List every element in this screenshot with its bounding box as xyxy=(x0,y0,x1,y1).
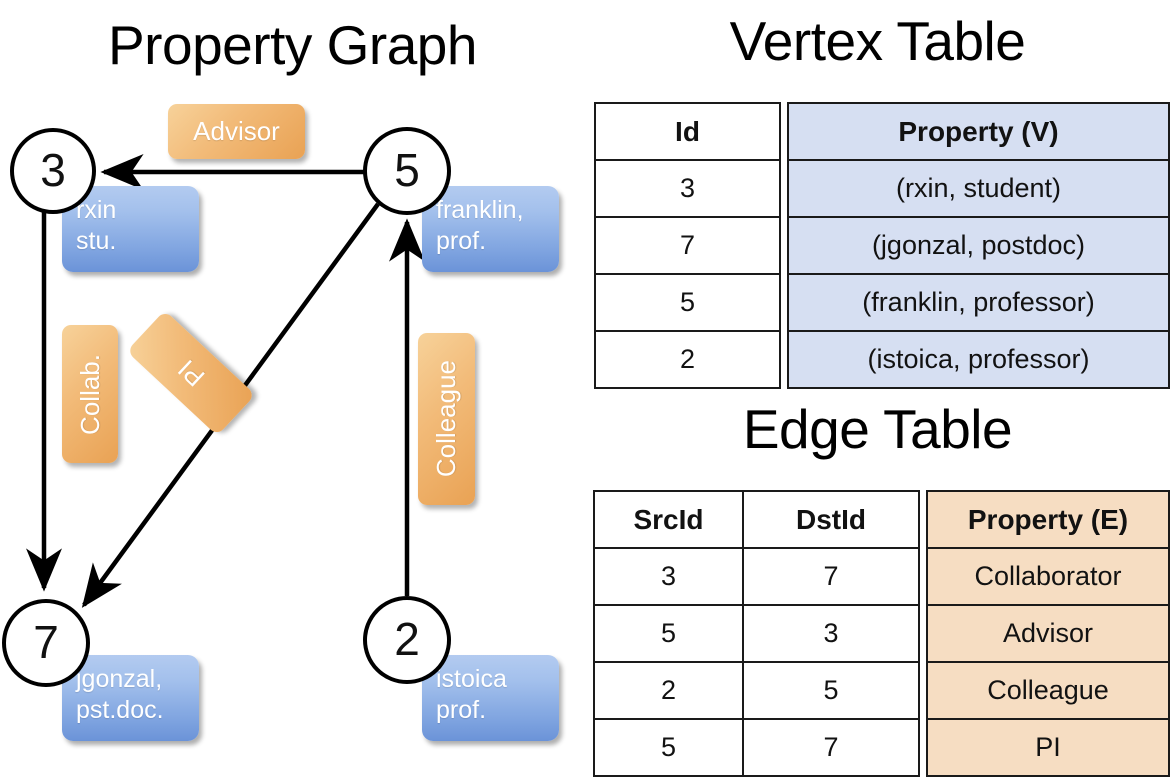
vertex-table: Id Property (V) 3 (rxin, student) 7 (jgo… xyxy=(594,102,1170,389)
edge-cell-srcid: 3 xyxy=(593,547,744,606)
property-box-node-7-line-2: pst.doc. xyxy=(76,696,164,724)
graph-node-5-label: 5 xyxy=(394,144,420,196)
page-title-property-graph: Property Graph xyxy=(107,14,478,76)
table-row: 3 7 Collaborator xyxy=(593,547,1170,606)
edge-cell-dstid: 7 xyxy=(742,718,920,777)
edge-table-col-property: Property (E) xyxy=(926,490,1170,549)
edge-cell-property: Collaborator xyxy=(926,547,1170,606)
table-gap xyxy=(780,160,788,217)
vertex-cell-id: 2 xyxy=(594,330,781,389)
table-row: 3 (rxin, student) xyxy=(594,159,1170,218)
property-box-node-2-line-2: prof. xyxy=(436,696,487,724)
table-gap xyxy=(919,662,927,719)
vertex-cell-id: 3 xyxy=(594,159,781,218)
edge-table-header-row: SrcId DstId Property (E) xyxy=(593,490,1170,549)
edge-cell-dstid: 5 xyxy=(742,661,920,720)
vertex-cell-property: (jgonzal, postdoc) xyxy=(787,216,1170,275)
table-row: 2 5 Colleague xyxy=(593,661,1170,720)
edge-label-collab: Collab. xyxy=(62,325,118,463)
vertex-cell-property: (rxin, student) xyxy=(787,159,1170,218)
graph-node-7-label: 7 xyxy=(33,616,59,668)
vertex-table-col-property: Property (V) xyxy=(787,102,1170,161)
graph-node-3[interactable]: 3 xyxy=(10,128,96,214)
graph-node-7[interactable]: 7 xyxy=(2,599,90,687)
graph-node-2-label: 2 xyxy=(394,613,420,665)
edge-cell-property: Advisor xyxy=(926,604,1170,663)
table-gap xyxy=(919,719,927,776)
property-box-node-7: jgonzal, pst.doc. xyxy=(62,655,199,741)
table-gap xyxy=(780,217,788,274)
table-row: 5 3 Advisor xyxy=(593,604,1170,663)
vertex-table-header-row: Id Property (V) xyxy=(594,102,1170,161)
edge-table: SrcId DstId Property (E) 3 7 Collaborato… xyxy=(593,490,1170,777)
slide-canvas: Property Graph Vertex Table Edge Table A… xyxy=(2,10,1170,777)
table-gap xyxy=(780,274,788,331)
page-title-vertex-table: Vertex Table xyxy=(729,10,1026,72)
vertex-table-col-id: Id xyxy=(594,102,781,161)
vertex-cell-id: 7 xyxy=(594,216,781,275)
edge-table-col-dstid: DstId xyxy=(742,490,920,549)
table-row: 2 (istoica, professor) xyxy=(594,330,1170,389)
vertex-cell-property: (franklin, professor) xyxy=(787,273,1170,332)
edge-label-collab-text: Collab. xyxy=(74,353,105,435)
edge-cell-property: PI xyxy=(926,718,1170,777)
vertex-cell-property: (istoica, professor) xyxy=(787,330,1170,389)
table-gap xyxy=(780,331,788,388)
property-box-node-7-line-1: jgonzal, xyxy=(76,665,163,693)
property-box-node-5-line-2: prof. xyxy=(436,227,487,255)
edge-table-col-srcid: SrcId xyxy=(593,490,744,549)
table-row: 7 (jgonzal, postdoc) xyxy=(594,216,1170,275)
table-gap xyxy=(780,103,788,160)
table-row: 5 7 PI xyxy=(593,718,1170,777)
edge-cell-dstid: 7 xyxy=(742,547,920,606)
edge-cell-srcid: 5 xyxy=(593,718,744,777)
edge-cell-dstid: 3 xyxy=(742,604,920,663)
property-box-node-2: istoica prof. xyxy=(422,655,559,741)
graph-node-2[interactable]: 2 xyxy=(363,596,451,684)
edge-label-advisor: Advisor xyxy=(168,104,305,159)
edge-label-colleague-text: Colleague xyxy=(431,360,461,478)
property-box-node-5: franklin, prof. xyxy=(422,186,559,272)
table-row: 5 (franklin, professor) xyxy=(594,273,1170,332)
table-gap xyxy=(919,605,927,662)
property-box-node-5-line-1: franklin, xyxy=(436,196,524,224)
graph-node-3-label: 3 xyxy=(40,144,66,196)
property-box-node-3-line-2: stu. xyxy=(76,227,117,255)
edge-cell-property: Colleague xyxy=(926,661,1170,720)
vertex-cell-id: 5 xyxy=(594,273,781,332)
edge-label-advisor-text: Advisor xyxy=(193,116,280,146)
edge-label-pi-text: PI xyxy=(171,354,210,393)
table-gap xyxy=(919,491,927,548)
edge-cell-srcid: 2 xyxy=(593,661,744,720)
table-gap xyxy=(919,548,927,605)
graph-node-5[interactable]: 5 xyxy=(363,127,451,215)
property-box-node-2-line-1: istoica xyxy=(436,665,507,693)
property-box-node-3-line-1: rxin xyxy=(76,196,117,224)
page-title-edge-table: Edge Table xyxy=(742,398,1013,460)
edge-label-colleague: Colleague xyxy=(418,333,475,505)
edge-cell-srcid: 5 xyxy=(593,604,744,663)
